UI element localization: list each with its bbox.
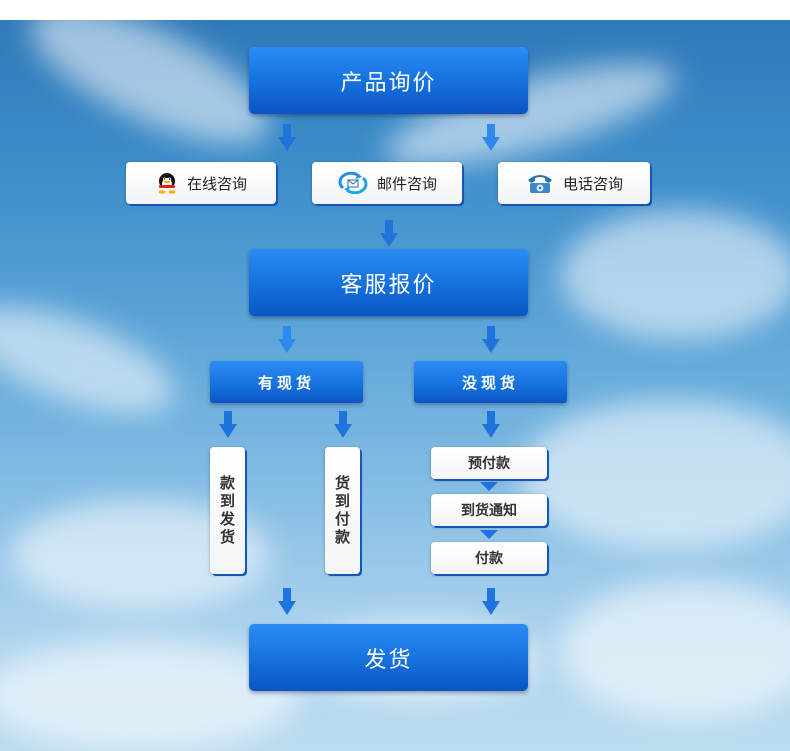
out-of-stock-label: 没现货 — [461, 373, 519, 392]
arrow-down-icon — [482, 124, 500, 152]
phone-consult-label: 电话咨询 — [562, 174, 623, 193]
arrow-down-icon — [278, 326, 296, 354]
payment-box: 付款 — [431, 542, 547, 574]
arrival-notice-box: 到货通知 — [431, 494, 547, 526]
email-consult-label: 邮件咨询 — [376, 174, 437, 193]
online-consult-box: 在线咨询 — [126, 162, 276, 204]
arrow-down-icon — [334, 411, 352, 439]
ship-label: 发货 — [364, 647, 413, 673]
inquiry-box: 产品询价 — [249, 47, 528, 114]
arrow-down-icon — [480, 482, 498, 491]
pay-then-ship-box: 款到发货 — [210, 447, 245, 574]
arrow-down-icon — [482, 326, 500, 354]
arrow-down-icon — [219, 411, 237, 439]
ship-box: 发货 — [249, 624, 528, 691]
online-consult-label: 在线咨询 — [186, 174, 247, 193]
cash-on-delivery-box: 货到付款 — [325, 447, 360, 574]
pay-then-ship-label: 款到发货 — [218, 474, 236, 547]
arrow-down-icon — [482, 588, 500, 616]
in-stock-label: 有现货 — [257, 373, 315, 392]
quote-label: 客服报价 — [340, 272, 437, 298]
prepayment-box: 预付款 — [431, 447, 547, 479]
quote-box: 客服报价 — [249, 249, 528, 316]
cash-on-delivery-label: 货到付款 — [333, 474, 351, 547]
inquiry-label: 产品询价 — [340, 70, 437, 96]
arrow-down-icon — [482, 411, 500, 439]
arrow-down-icon — [278, 588, 296, 616]
arrow-down-icon — [480, 530, 498, 539]
arrival-notice-label: 到货通知 — [461, 503, 517, 519]
email-refresh-icon — [337, 171, 369, 195]
in-stock-box: 有现货 — [210, 361, 363, 403]
payment-label: 付款 — [475, 551, 503, 567]
telephone-icon — [525, 172, 555, 194]
prepayment-label: 预付款 — [468, 456, 510, 472]
qq-penguin-icon — [155, 172, 179, 194]
phone-consult-box: 电话咨询 — [498, 162, 650, 204]
arrow-down-icon — [278, 124, 296, 152]
arrow-down-icon — [380, 220, 398, 248]
out-of-stock-box: 没现货 — [414, 361, 567, 403]
email-consult-box: 邮件咨询 — [312, 162, 462, 204]
